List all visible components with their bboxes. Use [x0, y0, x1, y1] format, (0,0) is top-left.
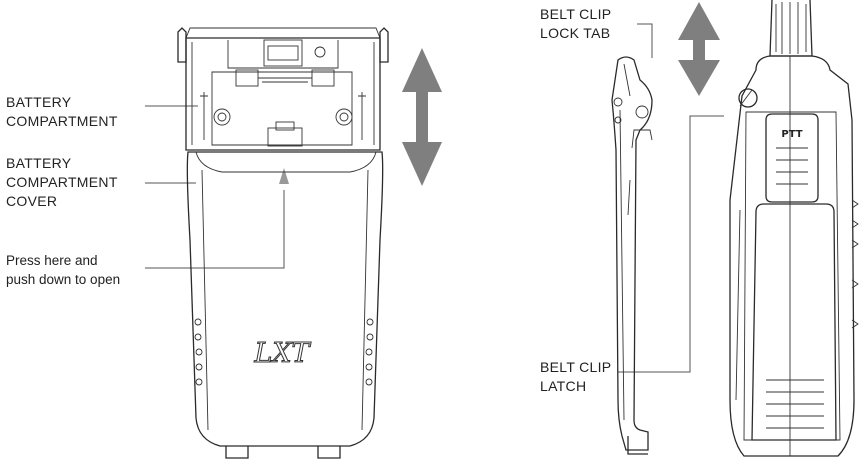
- lxt-logo: LXT: [253, 338, 311, 369]
- belt-clip-latch-label: BELT CLIP LATCH: [540, 359, 612, 394]
- radio-side-view: [729, 0, 859, 457]
- belt-clip: [611, 56, 653, 455]
- radio-back-view: [177, 27, 389, 459]
- battery-compartment-label: BATTERY COMPARTMENT: [6, 94, 118, 129]
- slide-arrow-right-icon: [678, 2, 720, 96]
- battery-compartment-cover-label: BATTERY COMPARTMENT COVER: [6, 155, 118, 209]
- cover-holes: [194, 318, 374, 386]
- press-here-label: Press here and push down to open: [6, 253, 121, 287]
- leader-lock-tab: [637, 23, 653, 58]
- leader-belt-clip-latch: [618, 115, 724, 373]
- slide-arrow-left-icon: [402, 48, 442, 186]
- leader-press-here: [145, 190, 285, 269]
- belt-clip-lock-tab-label: BELT CLIP LOCK TAB: [540, 6, 612, 41]
- ptt-label: PTT: [781, 129, 802, 140]
- press-arrow-icon: [279, 168, 289, 184]
